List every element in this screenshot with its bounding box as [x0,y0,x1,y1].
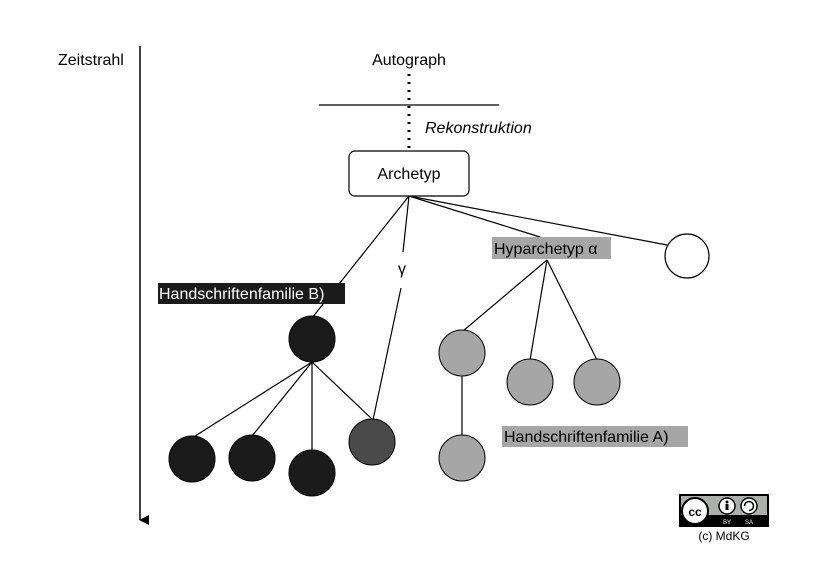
edge-b-1 [191,361,313,439]
edge-b-2 [251,361,313,437]
family-a-label: Handschriftenfamilie A) [504,429,669,446]
family-a-node-1 [438,329,486,377]
hyparchetype-label-bg [492,237,611,259]
archetype-label: Archetyp [377,166,440,183]
sa-badge-text: SA [745,520,753,526]
edge-b-gamma [311,361,374,421]
edge-hyp-a3 [546,259,598,361]
edge-archetyp-lost-ms [408,195,668,246]
family-b-label-bg [158,283,345,304]
family-b-node-3 [288,449,336,497]
family-b-node-1 [168,435,216,483]
edge-gamma-lower [372,287,402,421]
gamma-label-bg [393,256,411,286]
family-a-node-2 [506,358,554,406]
edge-hyp-a1 [462,259,548,332]
edge-hyp-a2 [529,259,548,361]
reconstruction-label: Rekonstruktion [425,120,532,137]
autograph-label: Autograph [372,52,446,69]
copyright-label: (c) MdKG [698,529,749,543]
by-badge-text: BY [723,520,731,526]
family-b-root-node [288,315,336,363]
gamma-contaminated-node [348,418,396,466]
hyparchetype-label: Hyparchetyp α [494,241,598,258]
edge-archetyp-hyparchetyp [408,195,541,238]
cc-by-sa-icon: cc BY SA [679,494,769,527]
family-b-node-2 [228,434,276,482]
gamma-label: γ [398,261,406,278]
family-a-node-3 [573,358,621,406]
archetype-box [348,150,470,197]
family-b-label: Handschriftenfamilie B) [159,286,324,303]
edge-archetyp-gamma-upper [402,195,410,253]
stemma-edges [191,195,668,450]
cc-badge-text: cc [688,505,702,519]
lost-manuscript-node [664,233,710,279]
timeline-label: Zeitstrahl [58,52,124,69]
family-a-label-bg [502,426,688,447]
family-a-node-4 [438,434,486,482]
